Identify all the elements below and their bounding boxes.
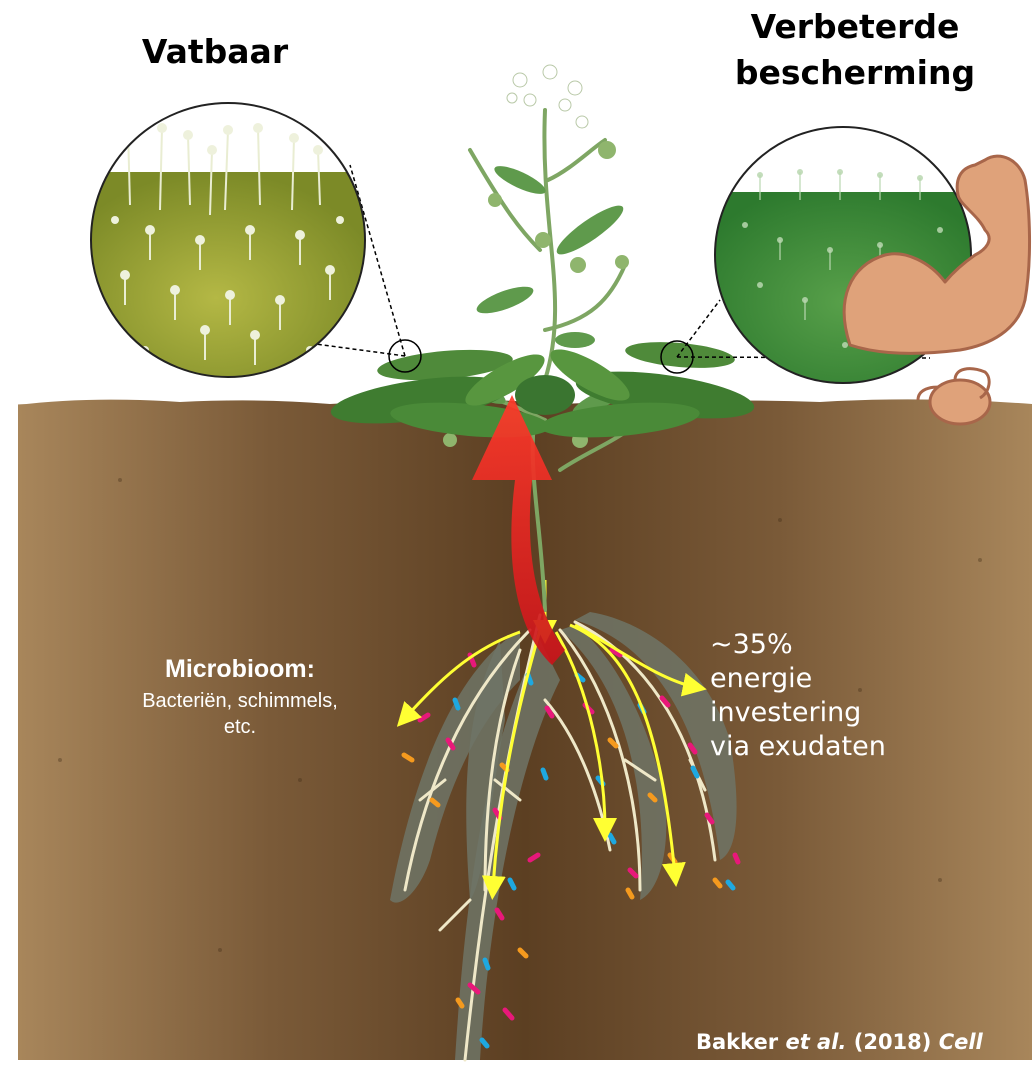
citation-year: (2018) [854, 1030, 932, 1054]
citation: Bakker et al. (2018) Cell [696, 1030, 983, 1054]
energy-line4: via exudaten [710, 730, 886, 764]
enhanced-title-line2: bescherming [705, 50, 1005, 96]
microbiome-desc-line2: etc. [95, 714, 385, 740]
citation-etal: et al. [785, 1030, 846, 1054]
microbiome-desc-line1: Bacteriën, schimmels, [95, 688, 385, 714]
white-flowers [507, 65, 588, 128]
citation-authors: Bakker [696, 1030, 778, 1054]
energy-line2: energie [710, 662, 886, 696]
microbiome-label: Microbioom: Bacteriën, schimmels, etc. [95, 655, 385, 740]
enhanced-protection-title: Verbeterde bescherming [705, 4, 1005, 96]
energy-line3: investering [710, 696, 886, 730]
energy-investment-label: ~35% energie investering via exudaten [710, 628, 886, 764]
susceptible-title: Vatbaar [120, 32, 310, 71]
microbiome-title: Microbioom: [95, 655, 385, 684]
energy-line1: ~35% [710, 628, 886, 662]
susceptible-leaf-zoom [90, 100, 370, 382]
citation-journal: Cell [939, 1030, 983, 1054]
enhanced-title-line1: Verbeterde [705, 4, 1005, 50]
